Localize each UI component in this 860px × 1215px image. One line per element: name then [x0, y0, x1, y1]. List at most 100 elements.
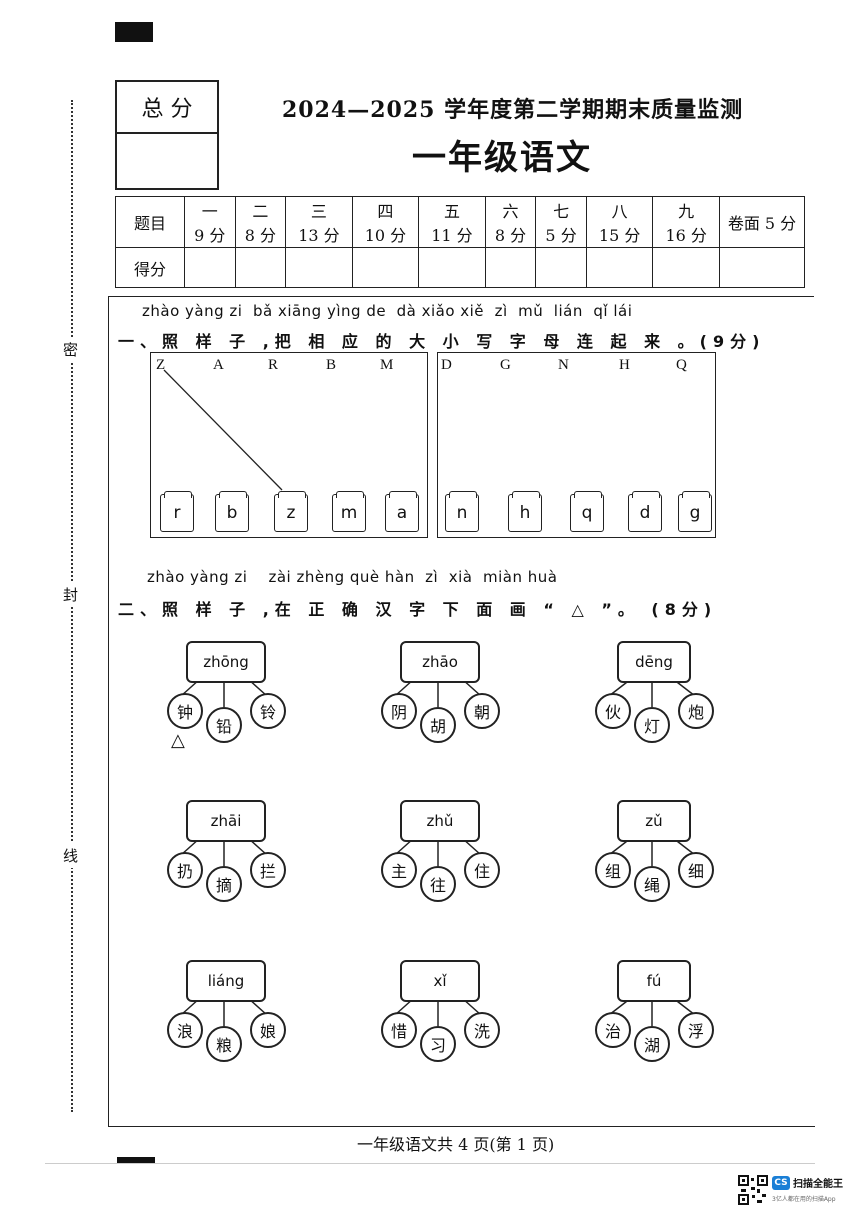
- lowercase-letter: r: [173, 503, 181, 523]
- q2-heading: 二、照 样 子 ,在 正 确 汉 字 下 面 画 “ △ ”。 (8分): [118, 600, 718, 619]
- score-cell[interactable]: [652, 247, 720, 288]
- lowercase-letter: h: [519, 503, 531, 523]
- content-frame: [108, 296, 815, 1127]
- camscanner-tagline: 3亿人都在用的扫描App: [772, 1196, 836, 1203]
- char-option[interactable]: 习: [420, 1026, 456, 1062]
- char-option[interactable]: 钟: [167, 693, 203, 729]
- char-option[interactable]: 铃: [250, 693, 286, 729]
- upper-letter: N: [558, 357, 569, 373]
- char-option[interactable]: 治: [595, 1012, 631, 1048]
- subject-title: 一年级语文: [412, 138, 592, 178]
- score-table-header-label: 题目: [115, 196, 185, 248]
- lowercase-letter: n: [456, 503, 468, 523]
- char-option[interactable]: 绳: [634, 866, 670, 902]
- q1-left-panel: [150, 352, 428, 538]
- total-score-field[interactable]: [117, 134, 217, 188]
- example-connector-line: [163, 369, 283, 491]
- lowercase-card: q: [570, 491, 604, 532]
- lowercase-card: d: [628, 491, 662, 532]
- char-option[interactable]: 浪: [167, 1012, 203, 1048]
- q-num: 九: [678, 202, 695, 221]
- score-cell[interactable]: [184, 247, 236, 288]
- char-option[interactable]: 灯: [634, 707, 670, 743]
- upper-letter: Z: [156, 357, 166, 373]
- pinyin-box: xǐ: [400, 960, 480, 1002]
- score-col-3: 三 13 分: [285, 196, 353, 248]
- char-option[interactable]: 湖: [634, 1026, 670, 1062]
- exam-title: 2024—2025 学年度第二学期期末质量监测: [282, 97, 744, 123]
- upper-letter: H: [619, 357, 630, 373]
- registration-mark-top: [115, 22, 153, 42]
- lowercase-card: a: [385, 491, 419, 532]
- q-num: 七: [553, 202, 570, 221]
- char-option[interactable]: 摘: [206, 866, 242, 902]
- score-cell[interactable]: [418, 247, 486, 288]
- binding-char-feng: 封: [63, 582, 79, 607]
- char-option[interactable]: 往: [420, 866, 456, 902]
- char-option[interactable]: 组: [595, 852, 631, 888]
- char-option[interactable]: 拦: [250, 852, 286, 888]
- char-option[interactable]: 胡: [420, 707, 456, 743]
- q-num: 五: [443, 202, 460, 221]
- score-cell[interactable]: [585, 247, 654, 288]
- total-score-label: 总 分: [117, 82, 217, 134]
- score-col-8: 八 15 分: [585, 196, 654, 248]
- q-num: 三: [310, 202, 327, 221]
- char-option[interactable]: 主: [381, 852, 417, 888]
- q-points: 10 分: [364, 226, 407, 245]
- char-option[interactable]: 阴: [381, 693, 417, 729]
- q-points: 5 分: [545, 226, 577, 245]
- lowercase-card: n: [445, 491, 479, 532]
- char-option[interactable]: 浮: [678, 1012, 714, 1048]
- char-option[interactable]: 惜: [381, 1012, 417, 1048]
- char-option[interactable]: 细: [678, 852, 714, 888]
- char-option[interactable]: 住: [464, 852, 500, 888]
- q-num: 八: [611, 202, 628, 221]
- lowercase-card: b: [215, 491, 249, 532]
- score-cell[interactable]: [719, 247, 805, 288]
- char-option[interactable]: 洗: [464, 1012, 500, 1048]
- q2-pinyin: zhào yàng zi zài zhèng què hàn zì xià mi…: [147, 568, 558, 586]
- score-cell[interactable]: [484, 247, 537, 288]
- camscanner-logo-icon: CS: [772, 1176, 790, 1190]
- char-option[interactable]: 娘: [250, 1012, 286, 1048]
- lowercase-card: h: [508, 491, 542, 532]
- q-points: 11 分: [431, 226, 473, 245]
- binding-char-mi: 密: [63, 337, 79, 362]
- char-option[interactable]: 铅: [206, 707, 242, 743]
- upper-letter: Q: [676, 357, 687, 373]
- score-cell[interactable]: [285, 247, 353, 288]
- score-cell[interactable]: [234, 247, 287, 288]
- char-option[interactable]: 扔: [167, 852, 203, 888]
- char-option[interactable]: 伙: [595, 693, 631, 729]
- q-points: 8 分: [494, 226, 527, 245]
- score-col-2: 二 8 分: [234, 196, 287, 248]
- lowercase-letter: m: [340, 503, 358, 523]
- q-points: 15 分: [598, 226, 641, 245]
- q-num: 一: [201, 202, 218, 221]
- q1-pinyin: zhào yàng zi bǎ xiāng yìng de dà xiǎo xi…: [142, 302, 633, 320]
- char-option[interactable]: 粮: [206, 1026, 242, 1062]
- lowercase-letter: q: [581, 503, 593, 523]
- score-cell[interactable]: [351, 247, 420, 288]
- binding-char-xian: 线: [63, 843, 79, 868]
- q-num: 四: [377, 202, 394, 221]
- q-points: 8 分: [244, 226, 276, 245]
- q-points: 13 分: [298, 226, 340, 245]
- score-cell[interactable]: [535, 247, 587, 288]
- q-points: 9 分: [194, 226, 226, 245]
- lowercase-letter: b: [226, 503, 238, 523]
- char-option[interactable]: 炮: [678, 693, 714, 729]
- footer-rule: [45, 1163, 815, 1164]
- char-option[interactable]: 朝: [464, 693, 500, 729]
- q-num: 二: [252, 202, 269, 221]
- lowercase-card: z: [274, 491, 308, 532]
- upper-letter: A: [213, 357, 224, 373]
- score-col-5: 五 11 分: [418, 196, 486, 248]
- lowercase-letter: g: [689, 503, 701, 523]
- lowercase-card: r: [160, 491, 194, 532]
- q1-heading: 一、照 样 子 ,把 相 应 的 大 小 写 字 母 连 起 来 。(9分): [118, 332, 766, 351]
- pinyin-box: liáng: [186, 960, 266, 1002]
